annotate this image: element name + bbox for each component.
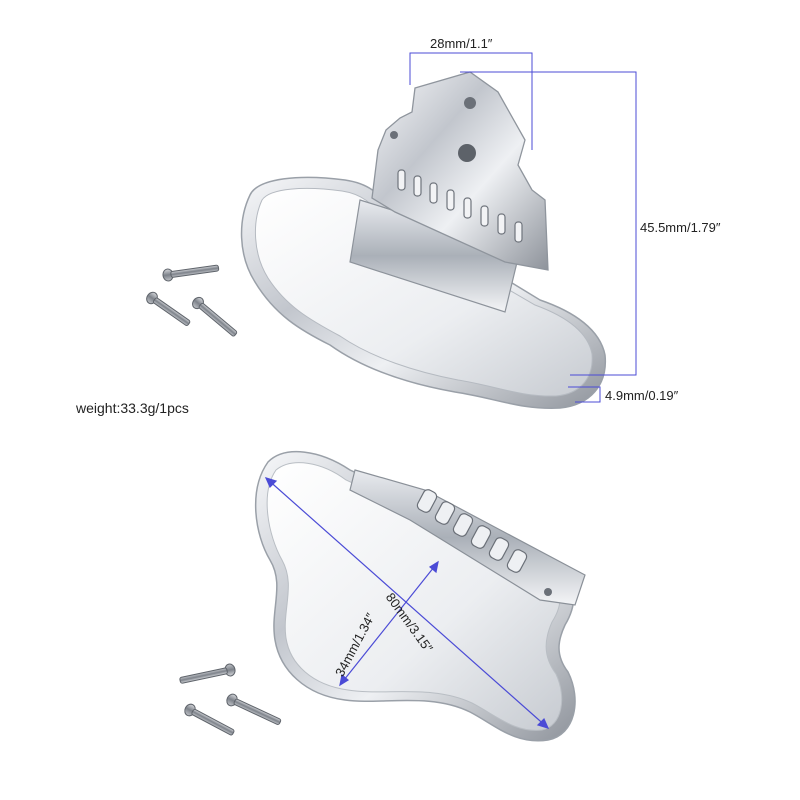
string-rollers <box>416 489 528 573</box>
weight-label: weight:33.3g/1pcs <box>76 400 189 416</box>
mount-hole <box>458 144 476 162</box>
dimension-lines-bottom <box>264 477 550 729</box>
depth-label: 4.9mm/0.19″ <box>605 388 679 403</box>
dimension-lines-top <box>409 52 637 403</box>
mount-hole <box>464 97 476 109</box>
base-plate-inner <box>254 187 593 397</box>
screws-bottom <box>179 663 282 736</box>
tailpiece-bottom-view <box>254 450 586 742</box>
mount-hole <box>544 588 552 596</box>
mount-hole <box>390 131 398 139</box>
height-label: 45.5mm/1.79″ <box>640 220 721 235</box>
screws-top <box>146 264 238 337</box>
string-hooks <box>397 169 523 243</box>
width-top-label: 28mm/1.1″ <box>430 36 493 51</box>
tailpiece-top-view <box>240 71 607 409</box>
